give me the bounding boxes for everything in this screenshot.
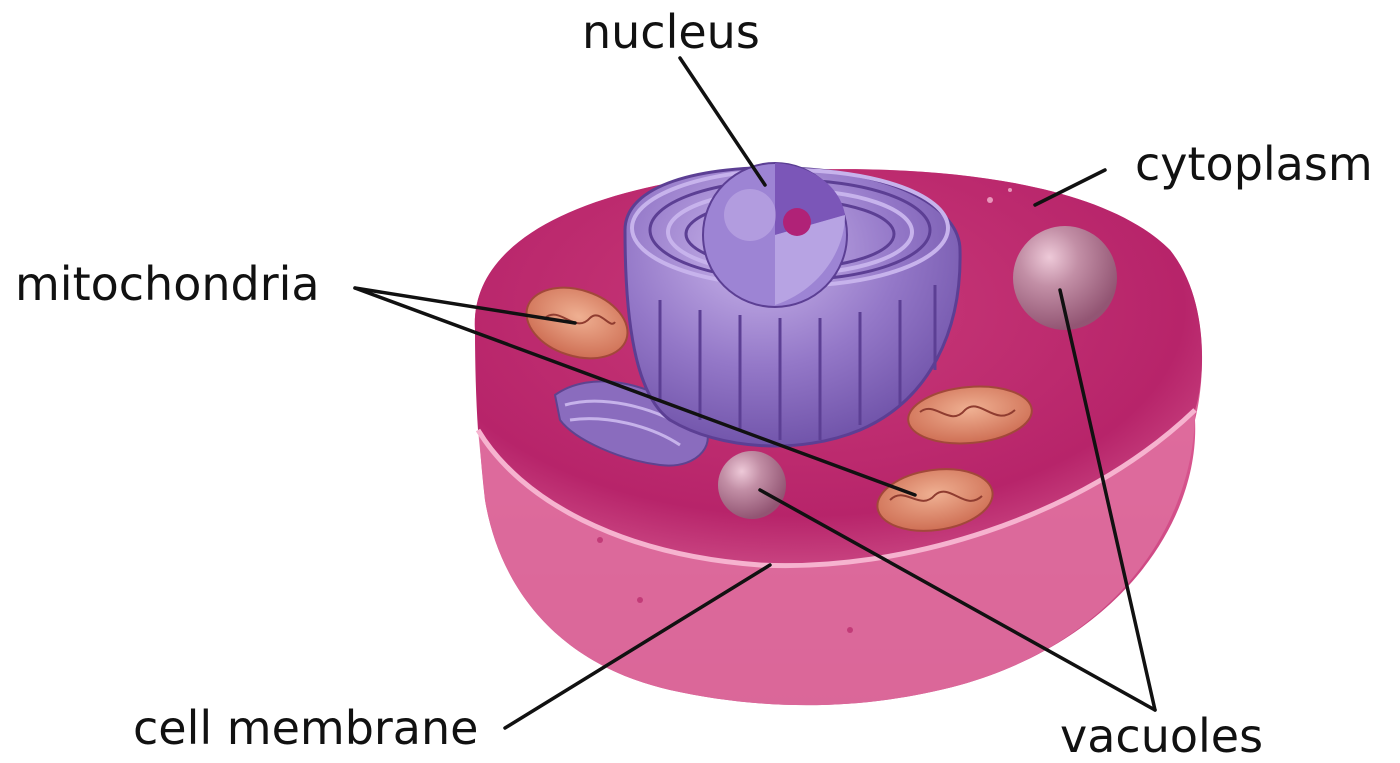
label-cytoplasm: cytoplasm <box>1135 137 1373 191</box>
label-nucleus: nucleus <box>582 5 760 59</box>
label-mitochondria: mitochondria <box>15 257 320 311</box>
nucleolus <box>783 208 811 236</box>
label-cell-membrane: cell membrane <box>133 701 478 755</box>
vacuole-small <box>718 451 786 519</box>
nucleus-leader <box>680 58 765 185</box>
label-vacuoles: vacuoles <box>1060 709 1263 763</box>
